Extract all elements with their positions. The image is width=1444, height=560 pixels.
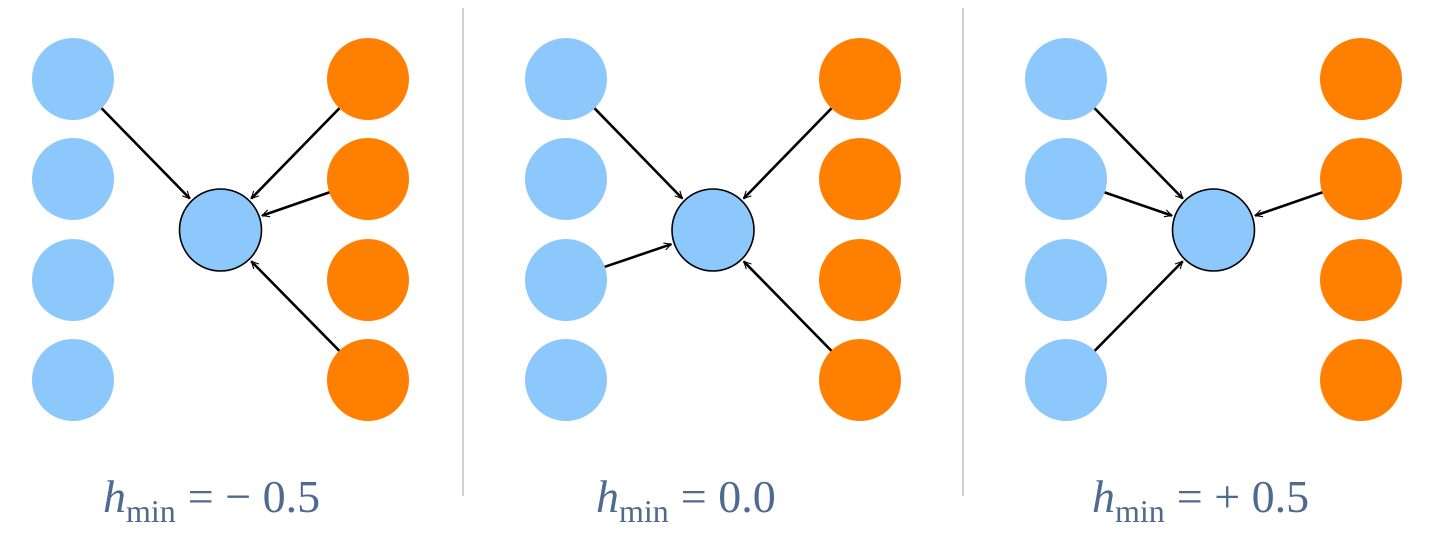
panel-caption: hmin = − 0.5 — [103, 471, 320, 529]
left-node-1 — [1025, 138, 1107, 220]
right-node-1 — [819, 138, 901, 220]
right-node-2 — [327, 239, 409, 321]
panel-caption: hmin = + 0.5 — [1092, 471, 1309, 529]
panel-caption: hmin = 0.0 — [596, 471, 776, 529]
right-node-1 — [327, 138, 409, 220]
caption-subscript: min — [126, 493, 176, 529]
edge-right-0 — [250, 105, 342, 200]
edge-right-0 — [742, 106, 834, 200]
caption-subscript: min — [619, 493, 669, 529]
edge-right-1 — [1255, 190, 1325, 216]
right-node-3 — [327, 339, 409, 421]
left-node-2 — [525, 239, 607, 321]
right-node-1 — [1320, 138, 1402, 220]
edge-left-3 — [1092, 260, 1184, 354]
edge-right-3 — [742, 260, 834, 354]
caption-variable: h — [1092, 471, 1115, 522]
panel-hmin-neg: hmin = − 0.5 — [32, 38, 409, 529]
center-node — [671, 188, 755, 272]
edge-left-0 — [592, 106, 684, 200]
caption-value: = − 0.5 — [188, 471, 320, 522]
right-node-0 — [1320, 38, 1402, 120]
caption-value: = 0.0 — [681, 471, 776, 522]
left-node-3 — [1025, 339, 1107, 421]
caption-variable: h — [103, 471, 126, 522]
right-node-2 — [819, 239, 901, 321]
caption-subscript: min — [1115, 493, 1165, 529]
left-node-3 — [32, 339, 114, 421]
right-node-3 — [819, 339, 901, 421]
left-node-0 — [32, 38, 114, 120]
right-node-0 — [819, 38, 901, 120]
left-node-3 — [525, 339, 607, 421]
panel-hmin-pos: hmin = + 0.5 — [1025, 38, 1402, 529]
edge-right-3 — [250, 260, 342, 354]
right-node-2 — [1320, 239, 1402, 321]
edge-left-2 — [602, 244, 671, 269]
panel-hmin-zero: hmin = 0.0 — [525, 38, 901, 529]
left-node-0 — [525, 38, 607, 120]
edge-left-1 — [1102, 190, 1172, 216]
left-node-2 — [1025, 239, 1107, 321]
left-node-1 — [32, 138, 114, 220]
edge-left-0 — [99, 105, 191, 200]
left-node-1 — [525, 138, 607, 220]
right-node-0 — [327, 38, 409, 120]
edge-left-0 — [1092, 105, 1184, 200]
center-node — [178, 188, 263, 272]
center-node — [1171, 188, 1256, 272]
caption-value: = + 0.5 — [1177, 471, 1309, 522]
right-node-3 — [1320, 339, 1402, 421]
caption-variable: h — [596, 471, 619, 522]
edge-right-1 — [262, 190, 332, 216]
left-node-0 — [1025, 38, 1107, 120]
left-node-2 — [32, 239, 114, 321]
